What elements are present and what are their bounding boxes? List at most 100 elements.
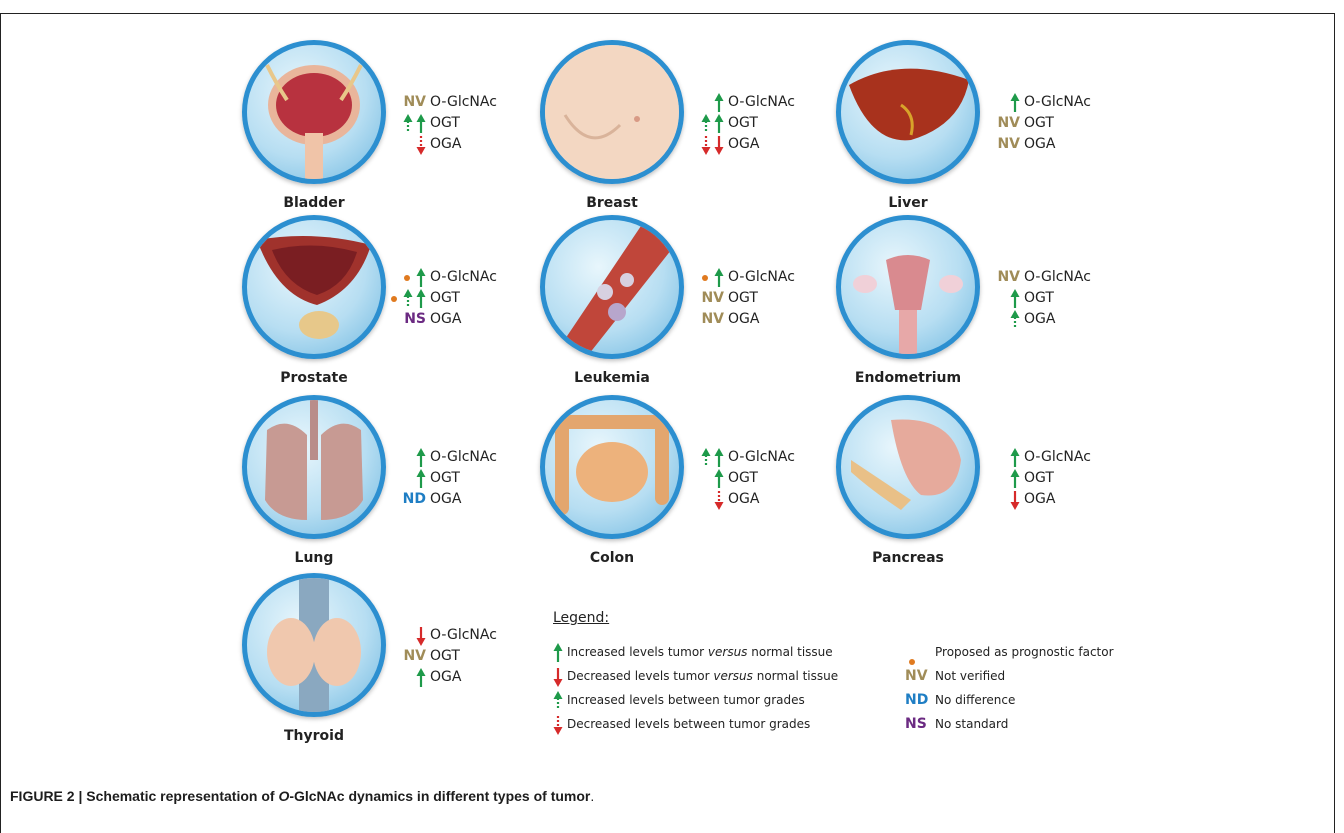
up-dotted-arrow-icon: [403, 113, 413, 135]
legend-text-em: versus: [713, 669, 753, 683]
legend-arrow-list: Increased levels tumor versus normal tis…: [553, 640, 893, 736]
organ-panel-endometrium: EndometriumNVO-GlcNAcOGTOGA: [836, 215, 1136, 385]
down-dotted-arrow-icon: [714, 489, 724, 511]
breast-illustration: [540, 40, 684, 184]
legend-text-post: normal tissue: [747, 645, 832, 659]
tag-nd: ND: [905, 692, 928, 708]
bladder-illustration: [242, 40, 386, 184]
up-solid-arrow-icon: [416, 667, 426, 689]
marker-label: OGA: [728, 134, 759, 155]
legend-symbol-row: NSNo standard: [903, 712, 1203, 736]
marker-label: OGT: [1024, 468, 1054, 489]
legend-arrow-row: Decreased levels between tumor grades: [553, 712, 893, 736]
prognostic-dot-icon: [391, 296, 397, 302]
marker-symbols: [680, 134, 724, 155]
legend-symbol-text: Proposed as prognostic factor: [935, 640, 1114, 664]
down-solid-arrow-icon: [714, 134, 724, 156]
marker-label: OGA: [1024, 134, 1055, 155]
up-solid-arrow-icon: [416, 447, 426, 469]
marker-label: OGA: [728, 489, 759, 510]
organ-name: Liver: [810, 195, 1006, 211]
legend-arrow-row: Increased levels tumor versus normal tis…: [553, 640, 893, 664]
up-solid-arrow-icon: [1010, 92, 1020, 114]
up-solid-arrow-icon: [714, 92, 724, 114]
marker-label: OGT: [430, 646, 460, 667]
legend-symbol-row: ND No difference: [903, 688, 1203, 712]
marker-label: OGT: [728, 113, 758, 134]
tag-nv: NV: [905, 668, 928, 684]
marker-row: OGA: [976, 309, 1176, 330]
marker-label: OGA: [430, 667, 461, 688]
organ-panel-breast: BreastO-GlcNAcOGTOGA: [540, 40, 840, 210]
legend-title: Legend:: [553, 610, 1273, 626]
marker-label: OGA: [1024, 489, 1055, 510]
legend: Legend: Increased levels tumor versus no…: [553, 610, 1273, 626]
marker-symbols: [976, 447, 1020, 468]
down-dotted-arrow-icon: [553, 714, 563, 736]
marker-symbols: [680, 447, 724, 468]
marker-label: O-GlcNAc: [430, 267, 497, 288]
marker-label: OGT: [728, 288, 758, 309]
organ-name: Leukemia: [514, 370, 710, 386]
marker-symbols: NV: [976, 267, 1020, 288]
marker-symbols: [382, 288, 426, 309]
organ-name: Prostate: [216, 370, 412, 386]
leukemia-illustration: [540, 215, 684, 359]
prognostic-dot-icon: [404, 275, 410, 281]
marker-label: O-GlcNAc: [430, 447, 497, 468]
up-solid-arrow-icon: [416, 267, 426, 289]
legend-text-pre: Decreased levels between tumor grades: [567, 717, 810, 731]
thyroid-illustration: [242, 573, 386, 717]
down-dotted-arrow-icon: [701, 134, 711, 156]
tag-nv: NV: [701, 288, 724, 309]
marker-symbols: [680, 113, 724, 134]
marker-label: OGA: [728, 309, 759, 330]
marker-row: O-GlcNAc: [976, 447, 1176, 468]
organ-name: Breast: [514, 195, 710, 211]
marker-row: O-GlcNAc: [382, 625, 582, 646]
legend-text: Decreased levels between tumor grades: [567, 712, 810, 736]
up-solid-arrow-icon: [553, 642, 563, 664]
marker-symbols: NV: [680, 309, 724, 330]
marker-symbols: [382, 113, 426, 134]
organ-name: Thyroid: [216, 728, 412, 744]
tag-nd: ND: [403, 489, 426, 510]
marker-label: O-GlcNAc: [1024, 447, 1091, 468]
legend-symbol-text: No difference: [935, 688, 1015, 712]
marker-label: OGA: [430, 309, 461, 330]
marker-row: OGA: [382, 667, 582, 688]
tag-nv: NV: [701, 309, 724, 330]
marker-symbols: [382, 447, 426, 468]
marker-label: OGT: [430, 288, 460, 309]
organ-panel-liver: LiverO-GlcNAcNVOGTNVOGA: [836, 40, 1136, 210]
lung-illustration: [242, 395, 386, 539]
marker-symbols: [382, 667, 426, 688]
legend-symbol: NS: [905, 712, 927, 736]
organ-name: Lung: [216, 550, 412, 566]
marker-symbols: NV: [680, 288, 724, 309]
marker-label: OGT: [1024, 113, 1054, 134]
legend-symbol-row: Proposed as prognostic factor: [903, 640, 1203, 664]
marker-symbols: NV: [382, 646, 426, 667]
marker-symbols: [382, 267, 426, 288]
colon-illustration: [540, 395, 684, 539]
marker-symbols: [680, 489, 724, 510]
caption-end: .: [590, 788, 594, 804]
marker-label: OGA: [430, 134, 461, 155]
legend-text: Decreased levels tumor versus normal tis…: [567, 664, 838, 688]
legend-text-pre: Increased levels between tumor grades: [567, 693, 805, 707]
marker-symbols: [976, 468, 1020, 489]
up-solid-arrow-icon: [714, 267, 724, 289]
up-solid-arrow-icon: [714, 468, 724, 490]
marker-row: NVOGT: [976, 113, 1176, 134]
down-solid-arrow-icon: [1010, 489, 1020, 511]
marker-label: O-GlcNAc: [1024, 92, 1091, 113]
marker-label: OGT: [1024, 288, 1054, 309]
